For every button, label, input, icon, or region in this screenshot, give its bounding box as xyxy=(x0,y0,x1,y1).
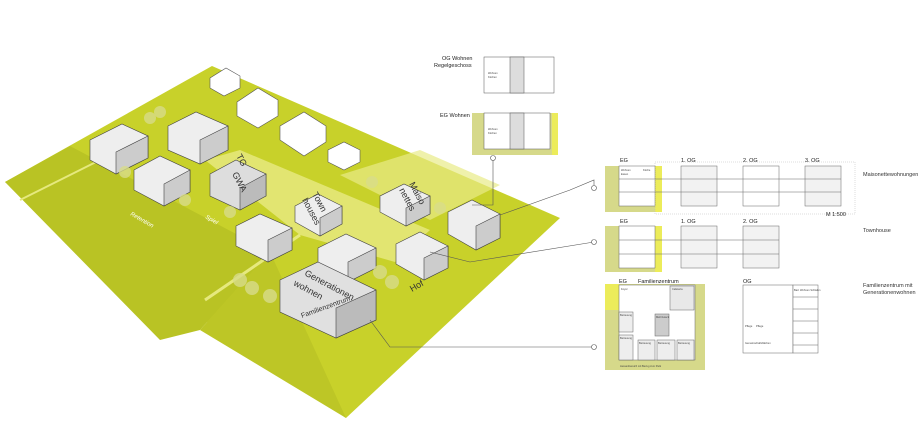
room-label: Wohnen xyxy=(488,127,498,131)
townhouse-title: Townhouse xyxy=(863,228,891,234)
eg-wohnen-plan xyxy=(472,112,558,155)
buildings xyxy=(89,111,501,339)
room-pflege: Pflege xyxy=(745,324,753,328)
building xyxy=(235,213,293,263)
building xyxy=(167,111,229,165)
room-wohnen-schlafen: Wohnen Schlafen xyxy=(800,288,821,292)
townhouse-plans xyxy=(605,225,780,272)
og-wohnen-title-2: Regelgeschoss xyxy=(434,63,472,69)
maisonette-title: Maisonettewohnungen xyxy=(863,172,918,178)
courtyard xyxy=(340,150,500,220)
building-gwa xyxy=(209,159,267,211)
building xyxy=(447,199,501,251)
trees xyxy=(119,106,446,303)
maisonette-floor-eg: EG xyxy=(620,158,628,164)
room-label: Küche xyxy=(643,168,651,172)
building-generationenwohnen xyxy=(279,261,377,339)
connectors xyxy=(369,155,597,350)
room-cafeteria: Cafeteria xyxy=(672,287,683,291)
og-wohnen-title-1: OG Wohnen xyxy=(442,56,472,62)
room-betreuung: Betreuung xyxy=(658,341,671,345)
building xyxy=(133,155,191,207)
room-gemeinschaft: Gemeinschaftsflächen xyxy=(745,341,771,345)
room-betreuung: Betreuung xyxy=(639,341,652,345)
og-wohnen-plan xyxy=(483,56,555,94)
fz-title-2: Generationenwohnen xyxy=(863,290,916,296)
maisonette-plans xyxy=(605,161,856,215)
familienzentrum-plans xyxy=(605,284,819,370)
maisonette-floor-1og: 1. OG xyxy=(681,158,696,164)
maisonette-floor-2og: 2. OG xyxy=(743,158,758,164)
fz-title-1: Familienzentrum mit xyxy=(863,283,913,289)
townhouse-floor-eg: EG xyxy=(620,219,628,225)
room-label: Küchen xyxy=(488,75,497,79)
fz-eg-title: Familienzentrum xyxy=(638,279,679,285)
maisonette-floor-3og: 3. OG xyxy=(805,158,820,164)
room-bad: Bad xyxy=(794,288,799,292)
room-pflege: Pflege xyxy=(756,324,764,328)
fz-eg-label: EG xyxy=(619,279,627,285)
room-label: Essen xyxy=(621,172,629,176)
eg-wohnen-title: EG Wohnen xyxy=(440,113,470,119)
park-area xyxy=(5,146,270,340)
fz-og-label: OG xyxy=(743,279,752,285)
room-mehrzweck: Mehrzweck xyxy=(656,315,670,319)
building-maisonettes xyxy=(379,183,431,227)
lower-park xyxy=(200,252,346,418)
building xyxy=(395,231,449,281)
building-townhouses xyxy=(294,193,343,237)
room-betreuung: Betreuung xyxy=(620,336,633,340)
townhouse-floor-1og: 1. OG xyxy=(681,219,696,225)
room-label: Wohnen xyxy=(621,168,631,172)
scale-label: M 1:500 xyxy=(826,212,846,218)
room-label: Wohnen xyxy=(488,71,498,75)
room-betreuung: Betreuung xyxy=(678,341,691,345)
room-foyer: Foyer xyxy=(621,287,628,291)
existing-houses xyxy=(209,67,361,171)
room-aussen: Aussenbereich mit Bezug zum Park xyxy=(620,364,662,368)
room-betreuung: Betreuung xyxy=(620,313,633,317)
townhouse-floor-2og: 2. OG xyxy=(743,219,758,225)
building xyxy=(89,123,149,175)
room-label: Küchen xyxy=(488,131,497,135)
